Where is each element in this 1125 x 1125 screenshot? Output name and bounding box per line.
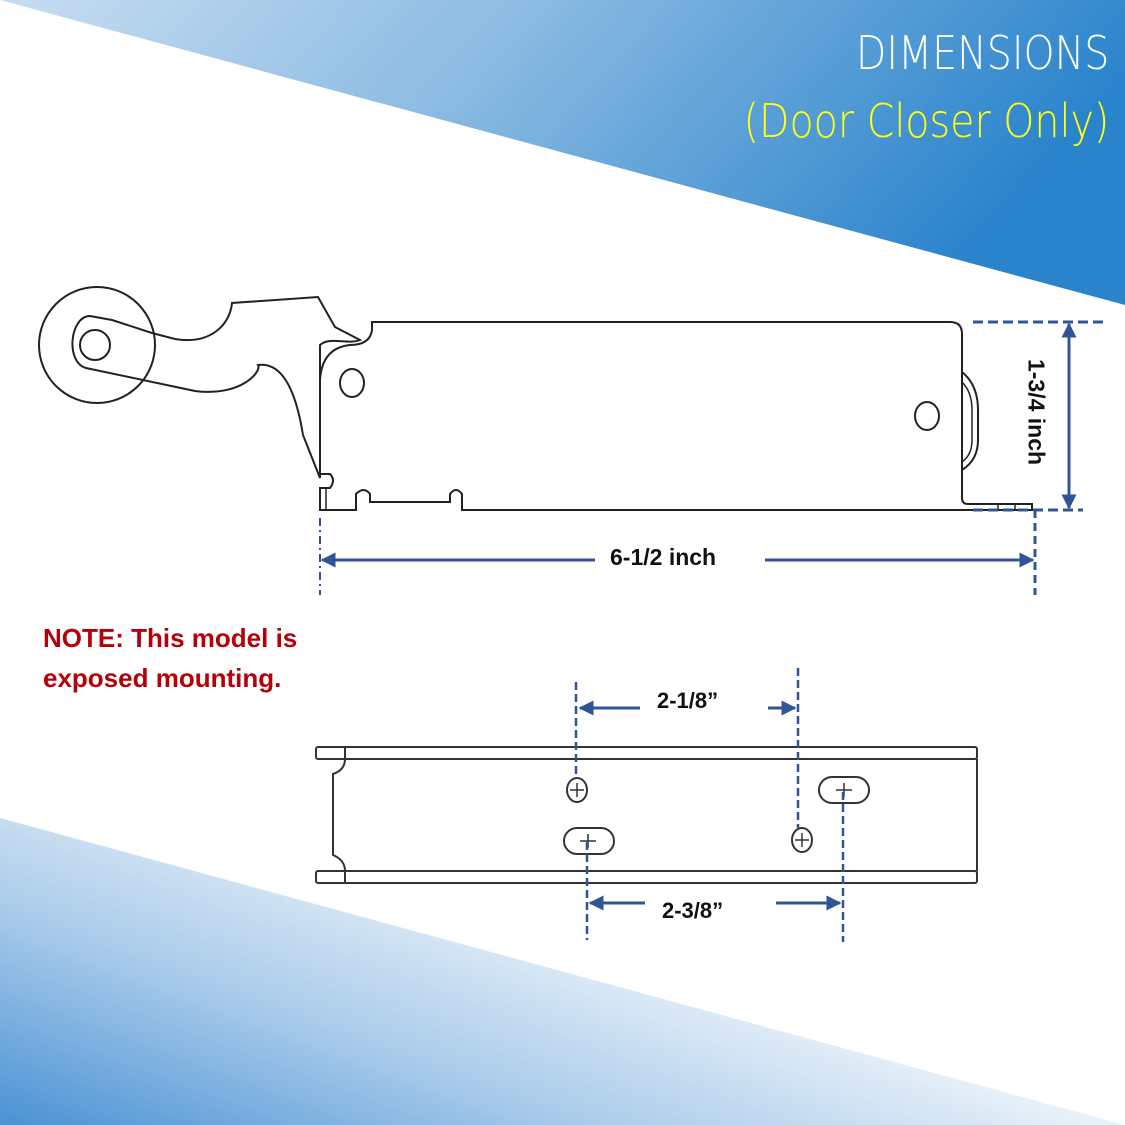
mounting-note: NOTE: This model is exposed mounting.: [43, 623, 298, 693]
left-end-profile: [332, 747, 346, 883]
top-rail: [315, 746, 978, 760]
hole-spacing-bottom-label: 2-3/8”: [662, 898, 724, 923]
overall-width-label: 6-1/2 inch: [610, 544, 717, 570]
bottom-banner-band: [0, 818, 1125, 1125]
overall-height-dimension: [973, 320, 1103, 512]
hole-spacing-bottom-dimension: [585, 792, 845, 942]
page-subtitle: (Door Closer Only): [743, 94, 1109, 148]
round-hole-1: [566, 777, 588, 803]
page-title: DIMENSIONS: [855, 26, 1109, 80]
slot-hole-1: [563, 827, 615, 855]
arm-pivot-hole: [79, 329, 111, 361]
overall-height-label: 1-3/4 inch: [1023, 358, 1050, 466]
header: DIMENSIONS (Door Closer Only): [684, 30, 1109, 144]
side-view-drawing: [38, 286, 1033, 511]
body-hole-left: [339, 368, 365, 398]
spring-bracket: [961, 371, 979, 471]
overall-width-dimension: [319, 510, 1037, 595]
roller-arm: [71, 295, 363, 479]
body-hole-right: [914, 401, 940, 431]
closer-body: [319, 321, 1033, 511]
hole-spacing-top-label: 2-1/8”: [657, 688, 719, 713]
top-banner-band: [0, 0, 1125, 305]
roller-wheel-icon: [38, 286, 156, 404]
spring-bracket-inner: [961, 381, 973, 463]
mounting-plate-drawing: [315, 746, 978, 884]
hole-spacing-top-dimension: [574, 668, 800, 828]
bottom-rail: [315, 870, 978, 884]
round-hole-2: [791, 827, 813, 853]
